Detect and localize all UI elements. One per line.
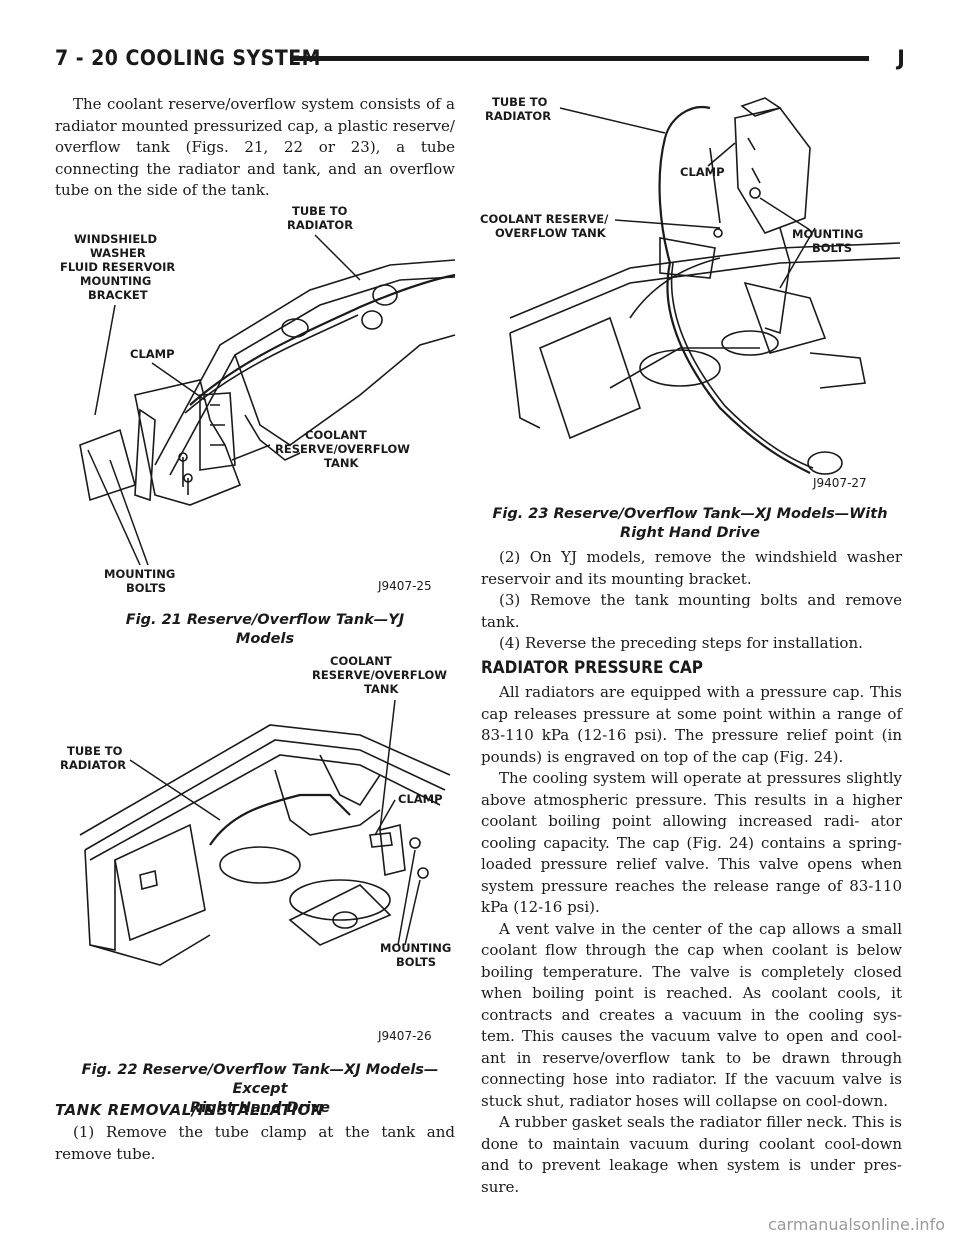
fig23-caption-line1: Fig. 23 Reserve/Overflow Tank—XJ Models—… bbox=[492, 506, 888, 522]
fig21-label-washer-line5: BRACKET bbox=[88, 288, 148, 302]
figure-23-illustration: TUBE TO RADIATOR CLAMP COOLANT RESERVE/ … bbox=[480, 95, 900, 490]
fig22-label-tank-line3: TANK bbox=[364, 682, 399, 696]
section-title: 7 - 20 COOLING SYSTEM bbox=[55, 46, 321, 70]
tank-removal-step1: (1) Remove the tube clamp at the tank an… bbox=[55, 1123, 455, 1163]
header-rule bbox=[290, 56, 869, 61]
fig23-label-bolts-line1: MOUNTING bbox=[792, 227, 863, 241]
fig22-label-clamp: CLAMP bbox=[398, 792, 443, 806]
pressure-cap-text-block: All radiators are equipped with a pressu… bbox=[481, 682, 902, 1198]
step-2: (2) On YJ models, remove the windshield … bbox=[481, 548, 902, 588]
fig22-caption-line1: Fig. 22 Reserve/Overflow Tank—XJ Models—… bbox=[81, 1062, 439, 1097]
fig22-label-bolts-line2: BOLTS bbox=[396, 955, 436, 969]
fig21-label-tank-line2: RESERVE/OVERFLOW bbox=[275, 442, 410, 456]
fig21-label-clamp: CLAMP bbox=[130, 347, 175, 361]
fig23-label-tank-line2: OVERFLOW TANK bbox=[495, 226, 607, 240]
fig21-label-tube-line1: TUBE TO bbox=[292, 204, 348, 218]
fig23-label-tank-line1: COOLANT RESERVE/ bbox=[480, 212, 609, 226]
fig21-code: J9407-25 bbox=[377, 579, 432, 593]
header-letter: J bbox=[897, 46, 905, 70]
fig22-code: J9407-26 bbox=[377, 1029, 432, 1043]
fig21-caption: Fig. 21 Reserve/Overflow Tank—YJ Models bbox=[125, 612, 405, 647]
fig22-caption: Fig. 22 Reserve/Overflow Tank—XJ Models—… bbox=[60, 1061, 460, 1118]
figure-21: TUBE TO RADIATOR WINDSHIELD WASHER FLUID… bbox=[60, 195, 460, 605]
figure-23: TUBE TO RADIATOR CLAMP COOLANT RESERVE/ … bbox=[480, 88, 900, 498]
fig22-caption-line2: Right Hand Drive bbox=[190, 1100, 330, 1116]
fig22-label-bolts-line1: MOUNTING bbox=[380, 941, 451, 955]
figure-22: COOLANT RESERVE/OVERFLOW TANK TUBE TO RA… bbox=[60, 645, 460, 1055]
figure-22-illustration: COOLANT RESERVE/OVERFLOW TANK TUBE TO RA… bbox=[60, 654, 451, 1043]
fig21-label-washer-line4: MOUNTING bbox=[80, 274, 151, 288]
fig23-caption-line2: Right Hand Drive bbox=[620, 525, 760, 541]
pressure-cap-paragraph-2: The cooling system will operate at press… bbox=[481, 769, 902, 916]
fig23-label-bolts-line2: BOLTS bbox=[812, 241, 852, 255]
fig23-label-tube-line1: TUBE TO bbox=[492, 95, 548, 109]
pressure-cap-heading: RADIATOR PRESSURE CAP bbox=[481, 658, 703, 678]
fig23-label-tube-line2: RADIATOR bbox=[485, 109, 551, 123]
fig21-label-washer-line2: WASHER bbox=[90, 246, 146, 260]
fig21-label-washer-line1: WINDSHIELD bbox=[74, 232, 157, 246]
fig22-label-tank-line2: RESERVE/OVERFLOW bbox=[312, 668, 447, 682]
fig21-label-bolts-line2: BOLTS bbox=[126, 581, 166, 595]
right-steps-block: (2) On YJ models, remove the windshield … bbox=[481, 547, 902, 655]
tank-removal-heading: TANK REMOVAL/INSTALLATION bbox=[55, 1101, 324, 1119]
fig23-label-clamp: CLAMP bbox=[680, 165, 725, 179]
fig21-label-tank-line1: COOLANT bbox=[305, 428, 367, 442]
pressure-cap-paragraph-1: All radiators are equipped with a pressu… bbox=[481, 683, 902, 766]
fig22-label-tube-line2: RADIATOR bbox=[60, 758, 126, 772]
figure-21-illustration: TUBE TO RADIATOR WINDSHIELD WASHER FLUID… bbox=[60, 204, 456, 595]
pressure-cap-paragraph-4: A rubber gasket seals the radiator fille… bbox=[481, 1113, 902, 1196]
intro-paragraph-block: The coolant reserve/overflow system cons… bbox=[55, 94, 455, 202]
fig21-label-bolts-line1: MOUNTING bbox=[104, 567, 175, 581]
fig22-label-tank-line1: COOLANT bbox=[330, 654, 392, 668]
fig21-label-tank-line3: TANK bbox=[324, 456, 359, 470]
step-4: (4) Reverse the preceding steps for inst… bbox=[499, 634, 863, 652]
fig23-code: J9407-27 bbox=[812, 476, 867, 490]
fig21-label-tube-line2: RADIATOR bbox=[287, 218, 353, 232]
pressure-cap-paragraph-3: A vent valve in the center of the cap al… bbox=[481, 919, 902, 1110]
fig22-label-tube-line1: TUBE TO bbox=[67, 744, 123, 758]
fig23-caption: Fig. 23 Reserve/Overflow Tank—XJ Models—… bbox=[480, 505, 900, 543]
page-header: 7 - 20 COOLING SYSTEM J bbox=[55, 40, 905, 80]
intro-paragraph: The coolant reserve/overflow system cons… bbox=[55, 95, 455, 199]
tank-removal-step1-block: (1) Remove the tube clamp at the tank an… bbox=[55, 1122, 455, 1165]
fig21-label-washer-line3: FLUID RESERVOIR bbox=[60, 260, 175, 274]
step-3: (3) Remove the tank mounting bolts and r… bbox=[481, 591, 902, 631]
watermark: carmanualsonline.info bbox=[767, 1215, 945, 1234]
